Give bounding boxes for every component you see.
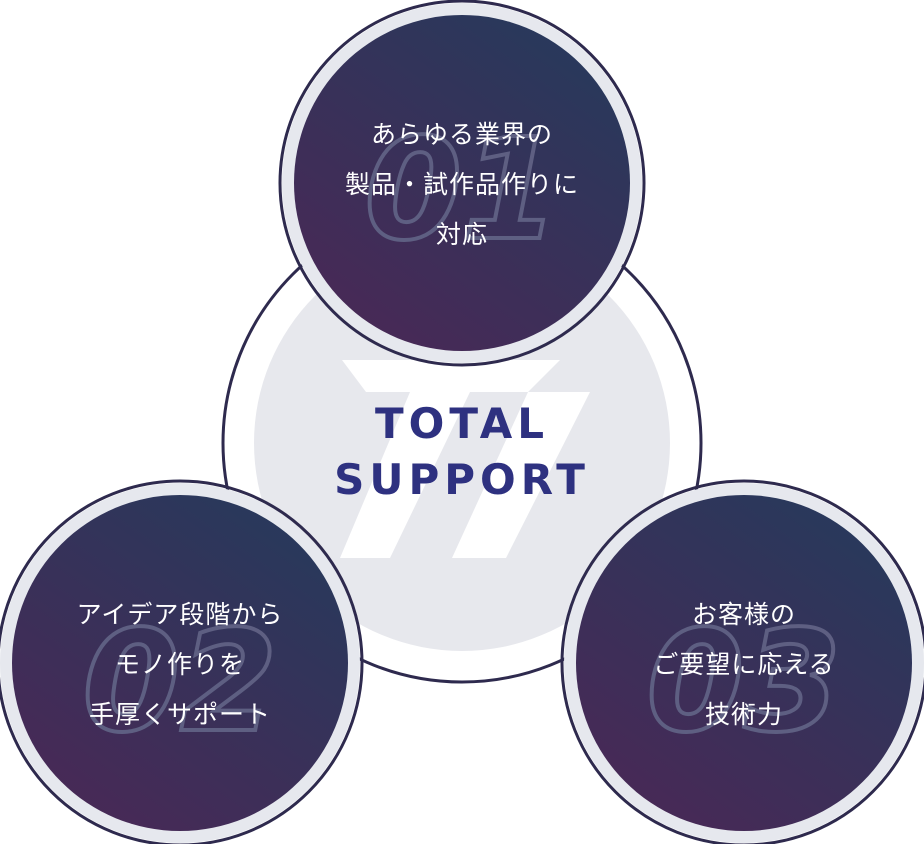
feature-circle-01-body [294,15,630,351]
feature-circle-01-outline [278,0,646,367]
feature-circle-02-body [12,495,348,831]
feature-03-line3: 技術力 [705,700,783,729]
feature-01-line1: あらゆる業界の [371,120,553,149]
center-circle: TOTAL SUPPORT [221,202,703,684]
center-title-line1: TOTAL [375,399,549,448]
feature-01-line2: 製品・試作品作りに [345,170,579,199]
logo-watermark [340,360,590,558]
feature-01-line3: 対応 [436,220,488,249]
feature-number-02: 02 [83,601,278,764]
feature-circle-03-outline [560,479,924,844]
feature-circle-03: 03 お客様の ご要望に応える 技術力 [560,479,924,844]
feature-circle-03-body [576,495,912,831]
feature-number-03: 03 [647,601,842,764]
center-title-line2: SUPPORT [334,455,590,504]
feature-03-line2: ご要望に応える [653,650,834,679]
feature-circle-02: 02 アイデア段階から モノ作りを 手厚くサポート [0,479,364,844]
feature-02-line2: モノ作りを [115,650,245,679]
feature-03-line1: お客様の [692,600,796,629]
feature-circle-02-outline [0,479,364,844]
feature-circle-01: 01 あらゆる業界の 製品・試作品作りに 対応 [278,0,646,367]
feature-02-line3: 手厚くサポート [89,700,271,729]
feature-02-line1: アイデア段階から [77,600,284,629]
feature-number-01: 01 [365,109,560,272]
